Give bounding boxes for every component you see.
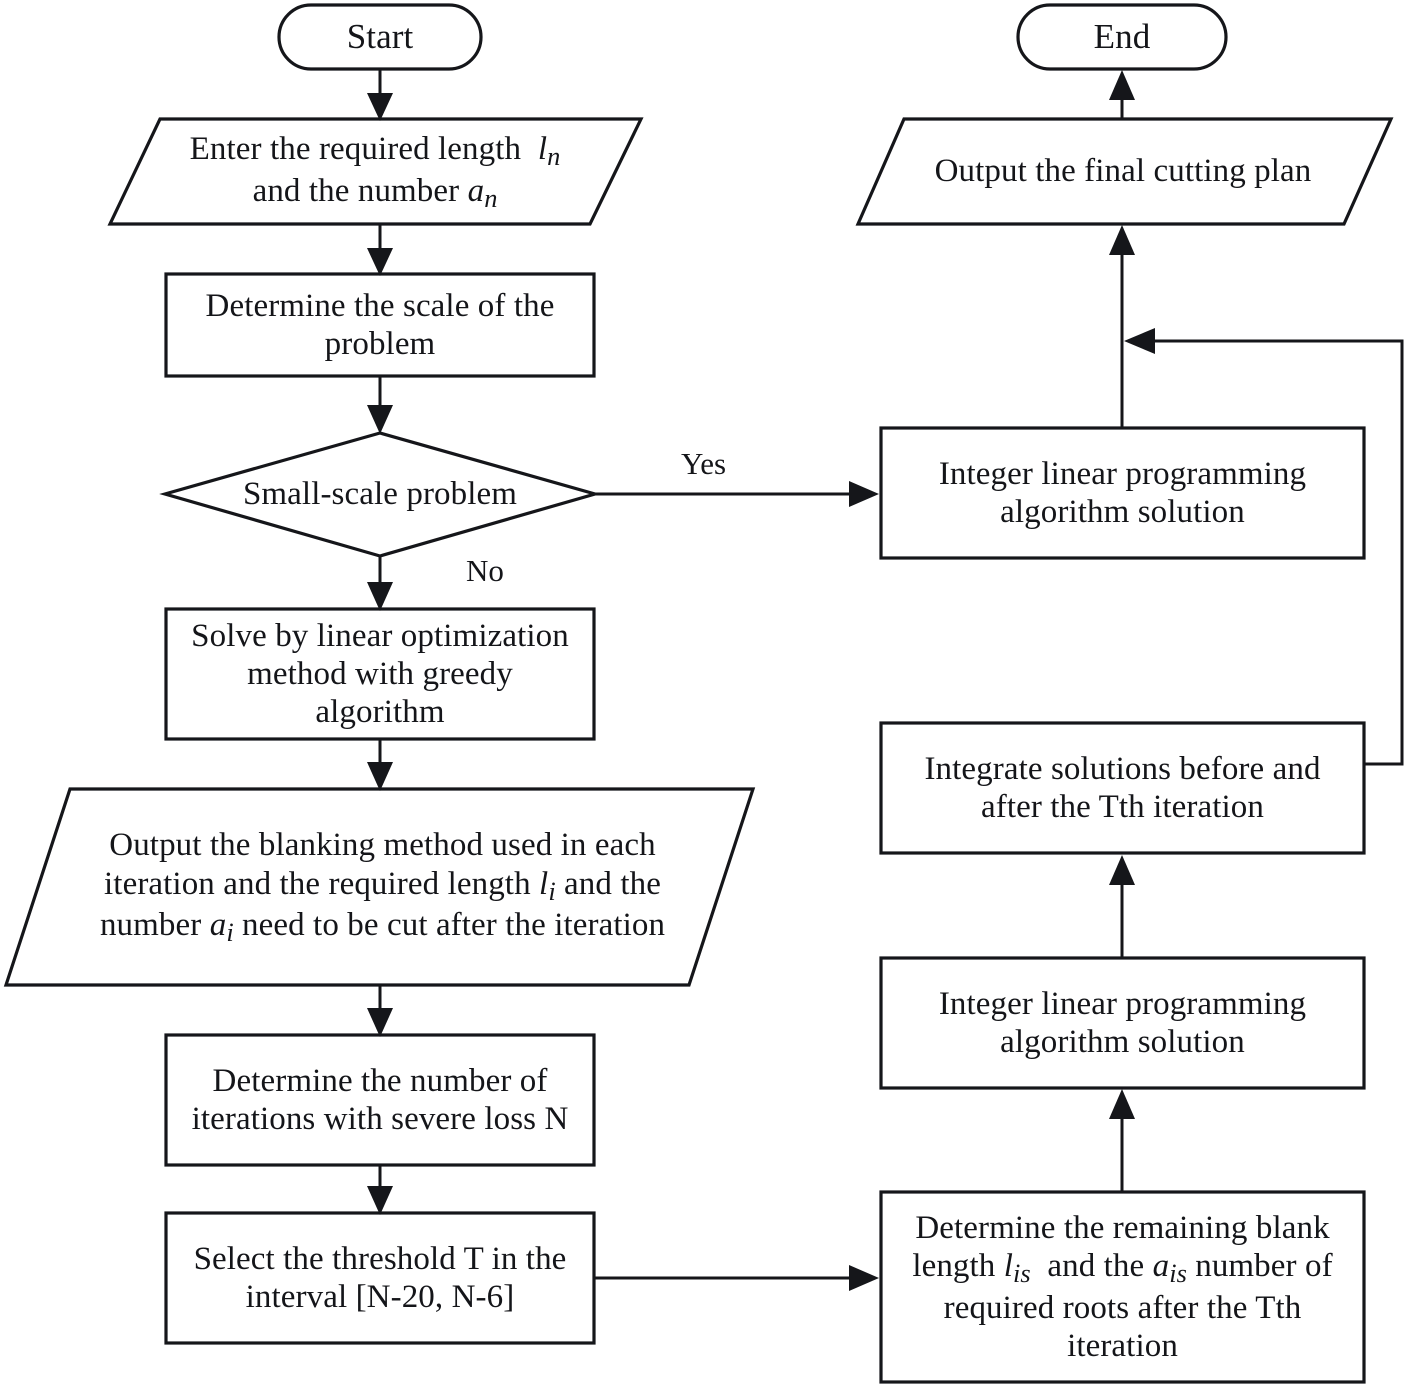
connector-integrate-loop-to-merge: [1124, 328, 1404, 766]
connector-determine-remaining-to-ilp-bottom: [1109, 1089, 1135, 1192]
shape-output-final-plan[interactable]: [855, 117, 1394, 226]
connector-decision-yes-to-ilp-top: [595, 481, 879, 507]
connector-greedy-to-output-blanking: [367, 739, 393, 791]
shape-integrate-solutions[interactable]: [879, 721, 1366, 855]
shape-end[interactable]: [1016, 3, 1228, 71]
shape-determine-iterations[interactable]: [164, 1033, 596, 1167]
connector-determine-iterations-to-select-threshold: [367, 1165, 393, 1215]
shape-input-length[interactable]: [107, 117, 644, 226]
shape-ilp-bottom[interactable]: [879, 956, 1366, 1090]
connector-decision-no-to-greedy: [367, 556, 393, 611]
shape-determine-scale[interactable]: [164, 272, 596, 378]
shape-determine-remaining[interactable]: [879, 1190, 1366, 1384]
shape-greedy-solve[interactable]: [164, 607, 596, 741]
connector-input-to-determine-scale: [367, 224, 393, 276]
connector-ilp-bottom-to-integrate: [1109, 855, 1135, 958]
connector-select-threshold-to-determine-remaining: [594, 1265, 879, 1291]
shape-ilp-top[interactable]: [879, 426, 1366, 560]
connector-output-blanking-to-determine-iterations: [367, 985, 393, 1037]
connector-ilp-top-to-output-final: [1109, 225, 1135, 428]
shape-start[interactable]: [277, 3, 483, 71]
shape-output-blanking[interactable]: [3, 787, 756, 987]
connector-start-to-input: [367, 69, 393, 121]
connector-output-final-to-end: [1109, 70, 1135, 119]
shape-select-threshold[interactable]: [164, 1211, 596, 1345]
connector-determine-scale-to-decision: [367, 376, 393, 434]
shape-small-scale-decision[interactable]: [159, 431, 601, 558]
